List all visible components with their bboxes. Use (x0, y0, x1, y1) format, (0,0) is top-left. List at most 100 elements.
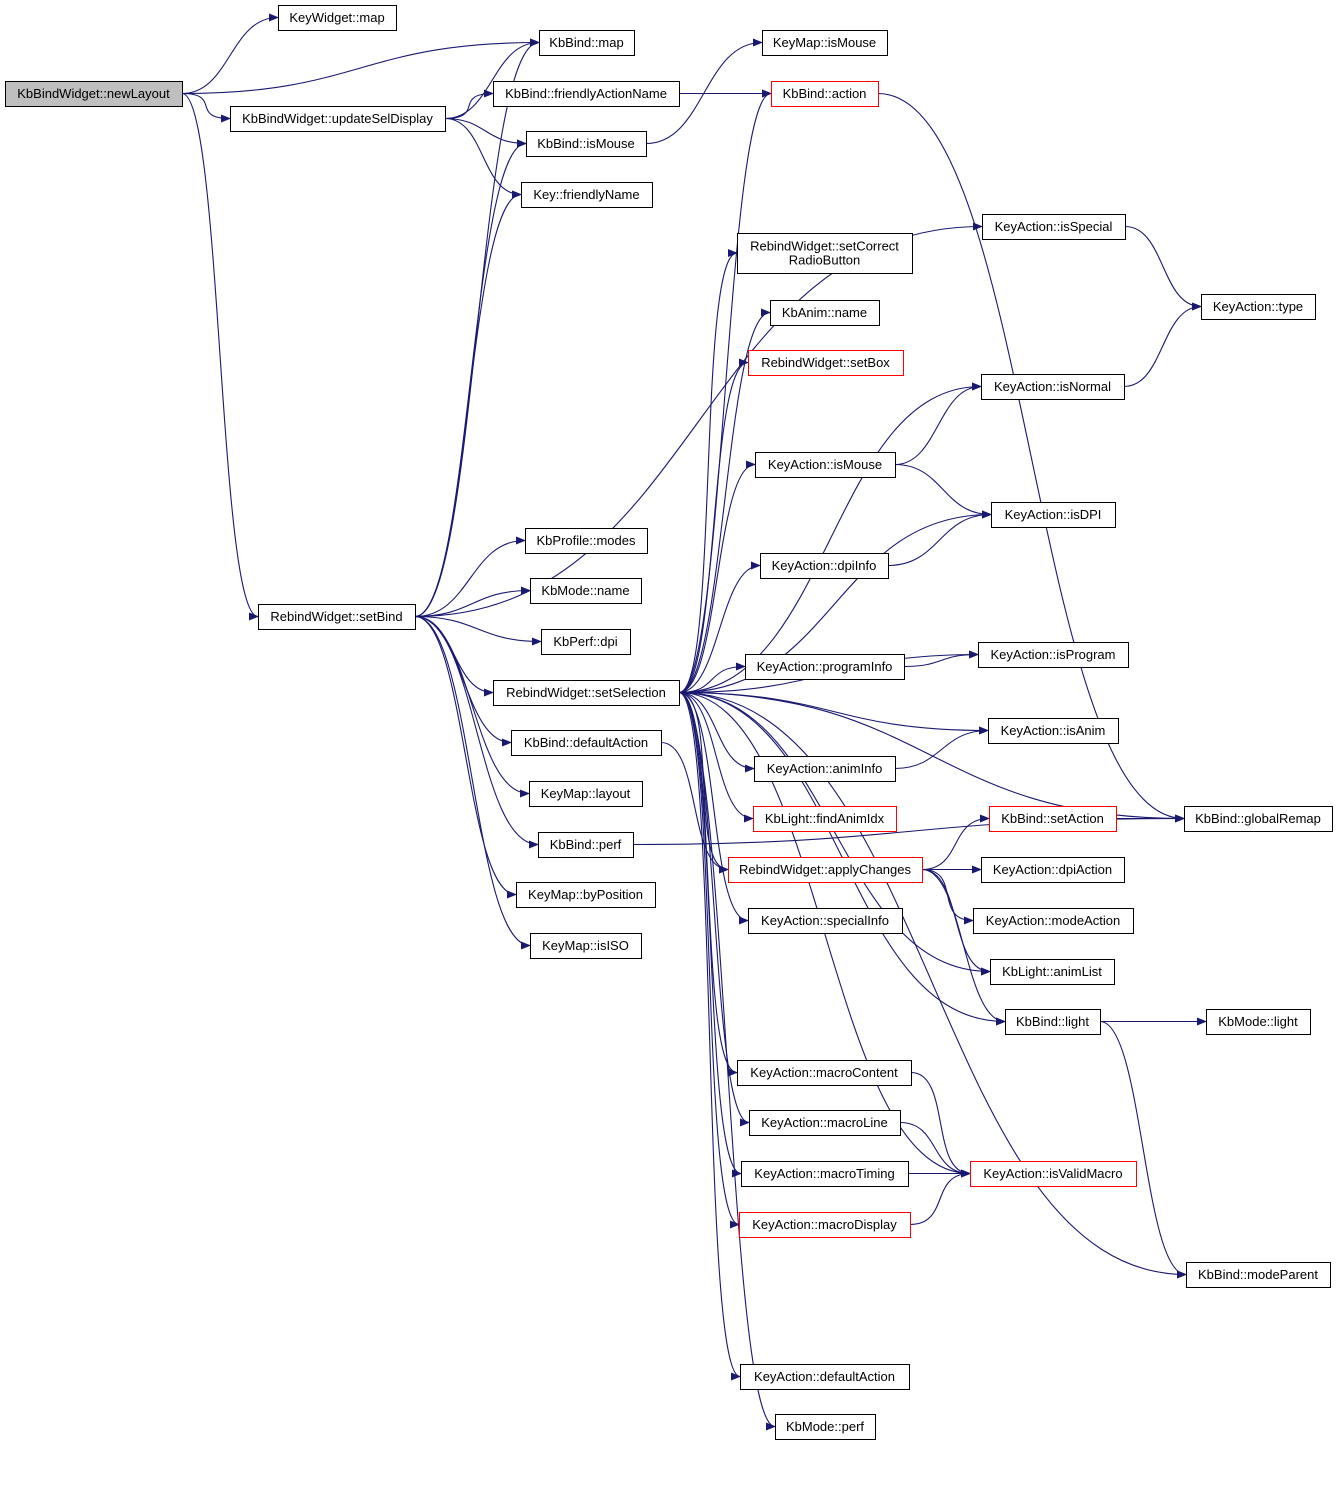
graph-node[interactable]: KeyAction::macroTiming (741, 1161, 909, 1187)
graph-node[interactable]: KeyAction::defaultAction (740, 1364, 910, 1390)
edge-n20-n32 (414, 615, 539, 849)
edge-n43-n45 (899, 1121, 971, 1178)
graph-node[interactable]: KbBind::setAction (989, 806, 1117, 832)
node-box (741, 1161, 909, 1187)
graph-node[interactable]: KeyAction::isNormal (981, 374, 1125, 400)
node-box (1206, 1009, 1311, 1035)
node-box (230, 106, 446, 132)
node-label: KbBindWidget::updateSelDisplay (242, 111, 433, 126)
graph-node[interactable]: KbBind::isMouse (526, 131, 647, 157)
edge-n0-n1 (181, 13, 279, 95)
graph-node[interactable]: KbBind::perf (538, 832, 634, 858)
node-label: KeyMap::isISO (542, 938, 629, 953)
graph-node[interactable]: KeyAction::isSpecial (982, 214, 1126, 240)
graph-node[interactable]: Key::friendlyName (521, 182, 653, 208)
graph-node[interactable]: KbBind::action (771, 81, 879, 107)
node-label: KeyAction::isNormal (994, 379, 1111, 394)
graph-node[interactable]: KeyAction::macroContent (737, 1060, 912, 1086)
edge-n33-n40 (921, 868, 1006, 1026)
graph-node[interactable]: KbBind::defaultAction (511, 730, 662, 756)
node-label: KbBind::light (1016, 1014, 1089, 1029)
graph-node[interactable]: KeyAction::isProgram (978, 642, 1129, 668)
edge-n24-n13 (678, 358, 749, 694)
node-label: KbMode::light (1218, 1014, 1298, 1029)
node-box (511, 730, 662, 756)
graph-node[interactable]: KbBind::modeParent (1186, 1262, 1331, 1288)
graph-node[interactable]: KeyMap::isISO (530, 933, 642, 959)
node-box (973, 908, 1134, 934)
graph-node[interactable]: KbMode::light (1206, 1009, 1311, 1035)
graph-node[interactable]: RebindWidget::setBox (748, 350, 904, 376)
node-label: KeyMap::isMouse (773, 35, 876, 50)
graph-node[interactable]: KeyAction::isDPI (991, 502, 1116, 528)
node-label: KbBind::map (549, 35, 623, 50)
graph-node[interactable]: KeyAction::isMouse (755, 452, 896, 478)
edge-n40-n47 (1099, 1020, 1187, 1279)
graph-node[interactable]: KbMode::name (530, 578, 642, 604)
node-box (749, 1110, 901, 1136)
graph-node[interactable]: KeyMap::layout (529, 781, 643, 807)
edge-n24-n16 (678, 510, 992, 694)
node-box (258, 604, 416, 630)
graph-node[interactable]: KeyMap::isMouse (762, 30, 888, 56)
node-box (990, 959, 1115, 985)
graph-node[interactable]: KeyMap::byPosition (516, 882, 656, 908)
node-box (516, 882, 656, 908)
graph-node[interactable]: KeyAction::programInfo (745, 654, 905, 680)
graph-node[interactable]: KbBind::globalRemap (1184, 806, 1333, 832)
graph-node[interactable]: KeyAction::isAnim (988, 718, 1119, 744)
edge-n3-n8 (444, 117, 522, 199)
graph-node[interactable]: KbBind::light (1005, 1009, 1101, 1035)
graph-node[interactable]: KbBindWidget::newLayout (5, 81, 183, 107)
graph-node[interactable]: KbAnim::name (770, 300, 880, 326)
graph-node[interactable]: KeyAction::macroDisplay (739, 1212, 911, 1238)
node-label: KbBind::isMouse (537, 136, 635, 151)
edge-n24-n14 (678, 382, 982, 694)
graph-node[interactable]: KbBind::friendlyActionName (493, 81, 680, 107)
graph-node[interactable]: KbMode::perf (775, 1414, 876, 1440)
graph-node[interactable]: RebindWidget::applyChanges (728, 857, 923, 883)
node-label: KeyMap::layout (541, 786, 631, 801)
edge-n24-n48 (678, 691, 741, 1381)
graph-node[interactable]: KbLight::animList (990, 959, 1115, 985)
node-box (978, 642, 1129, 668)
graph-node[interactable]: KeyAction::specialInfo (748, 908, 903, 934)
graph-node[interactable]: KbProfile::modes (525, 528, 648, 554)
graph-node[interactable]: KeyAction::isValidMacro (970, 1161, 1137, 1187)
graph-node[interactable]: KeyAction::animInfo (754, 756, 896, 782)
graph-node[interactable]: KeyAction::modeAction (973, 908, 1134, 934)
graph-node[interactable]: KbBind::map (539, 30, 635, 56)
graph-node[interactable]: KeyAction::dpiAction (981, 857, 1125, 883)
node-label: KeyAction::type (1213, 299, 1303, 314)
node-label: KbBind::globalRemap (1195, 811, 1321, 826)
node-box (740, 1364, 910, 1390)
node-label: KeyAction::animInfo (767, 761, 883, 776)
edge-n24-n12 (678, 308, 771, 694)
edge-n20-n8 (414, 190, 522, 618)
graph-node[interactable]: KeyAction::dpiInfo (760, 553, 889, 579)
nodes-layer: KbBindWidget::newLayout KeyWidget::mapKbB… (5, 5, 1333, 1440)
edge-n24-n15 (678, 460, 756, 694)
edge-n7-n5 (645, 38, 763, 145)
node-label: KeyAction::dpiInfo (772, 558, 877, 573)
graph-node[interactable]: KbLight::findAnimIdx (753, 806, 897, 832)
node-label: KeyAction::dpiAction (993, 862, 1112, 877)
edge-n23-n22 (903, 650, 979, 668)
edge-n24-n27 (678, 691, 755, 773)
node-box (530, 578, 642, 604)
graph-node[interactable]: KeyWidget::map (278, 5, 397, 31)
node-box (982, 214, 1126, 240)
graph-node[interactable]: RebindWidget::setBind (258, 604, 416, 630)
node-box (762, 30, 888, 56)
graph-node[interactable]: RebindWidget::setSelection (493, 680, 680, 706)
graph-node[interactable]: KeyAction::macroLine (749, 1110, 901, 1136)
edge-n18-n16 (887, 510, 992, 567)
node-box (1201, 294, 1316, 320)
edge-n42-n45 (910, 1071, 971, 1178)
graph-node[interactable]: KeyAction::type (1201, 294, 1316, 320)
graph-node[interactable]: KbBindWidget::updateSelDisplay (230, 106, 446, 132)
node-label: RadioButton (789, 253, 861, 268)
graph-node[interactable]: KbPerf::dpi (541, 629, 631, 655)
